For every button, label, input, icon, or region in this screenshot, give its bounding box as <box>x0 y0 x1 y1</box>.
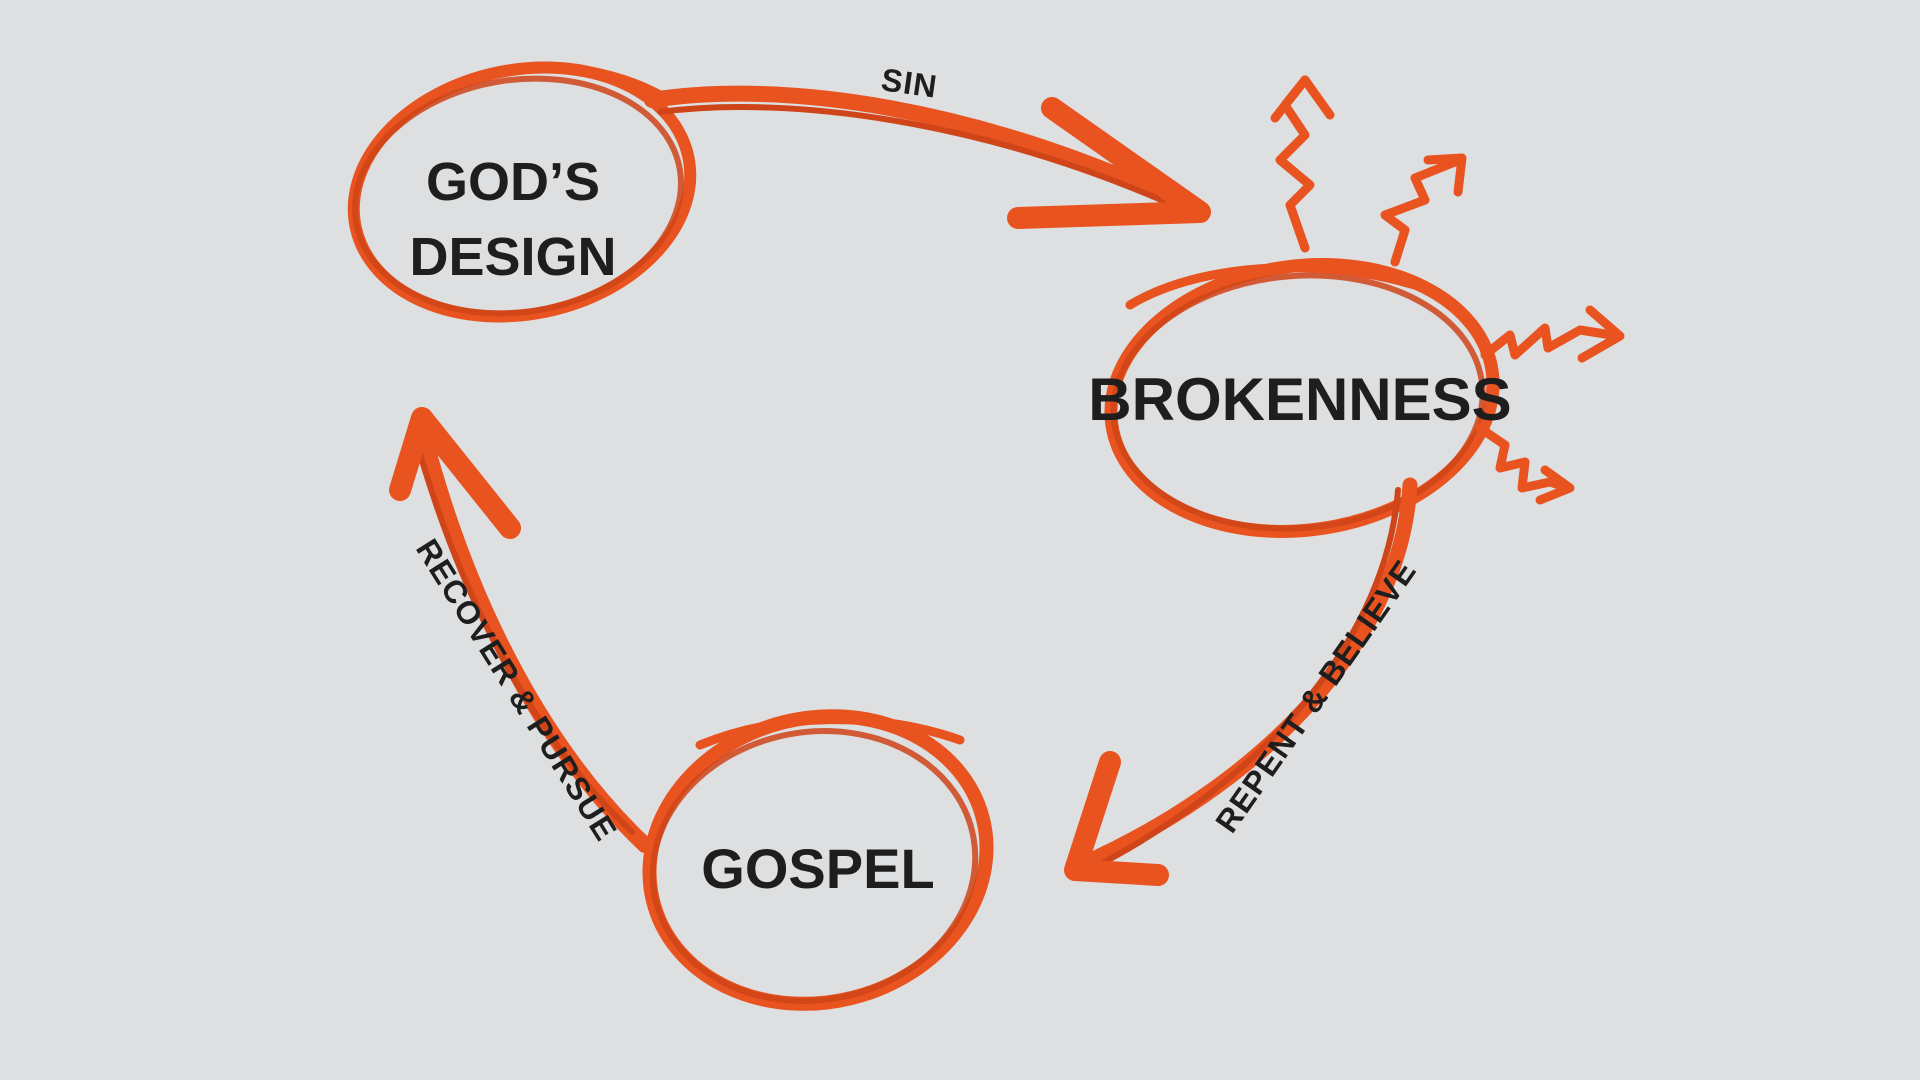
recover-pursue-label: RECOVER & PURSUE <box>409 533 624 848</box>
zigzag-arrow-icon <box>1380 153 1467 267</box>
brokenness-circle <box>1104 258 1500 538</box>
zigzag-arrow-icon <box>1270 75 1335 253</box>
broken-rays-icon <box>1270 75 1625 505</box>
zigzag-arrow-icon <box>1480 305 1625 363</box>
gods-design-label-line1: GOD’S <box>426 152 600 212</box>
repent-believe-label: REPENT & BELIEVE <box>1208 553 1423 839</box>
gospel-label: GOSPEL <box>701 837 934 900</box>
gods-design-circle <box>347 61 697 323</box>
sin-arrow <box>644 85 1211 229</box>
repent-believe-arrow <box>1064 477 1418 886</box>
zigzag-arrow-icon <box>1475 423 1575 505</box>
recover-pursue-arrow <box>389 407 653 853</box>
gods-design-label-line2: DESIGN <box>409 227 616 287</box>
sin-label: SIN <box>879 61 940 104</box>
gospel-circle <box>642 709 994 1011</box>
brokenness-label: BROKENNESS <box>1088 366 1511 433</box>
